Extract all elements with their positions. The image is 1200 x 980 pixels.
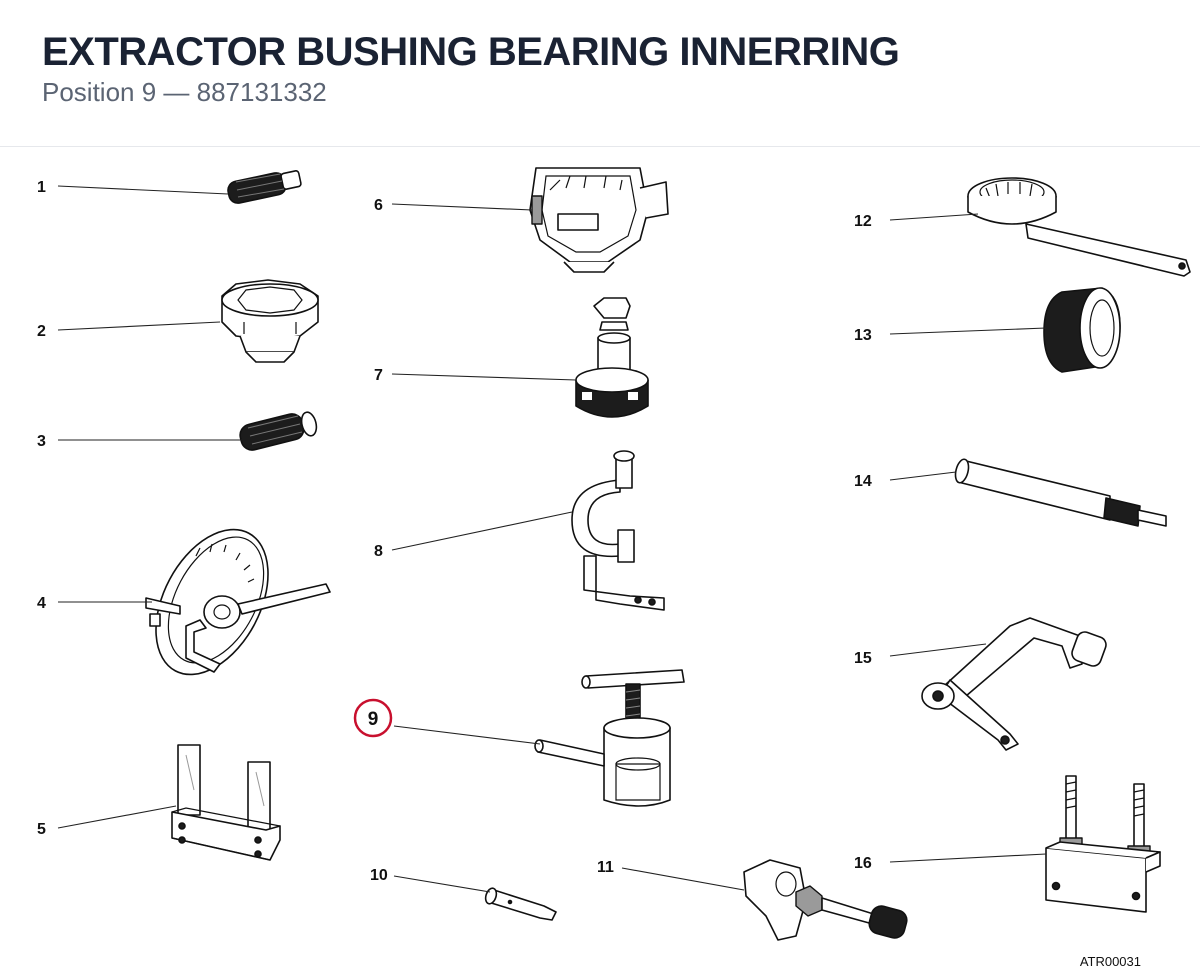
- callout-13[interactable]: 13: [854, 327, 872, 344]
- page-subtitle: Position 9 — 887131332: [42, 77, 327, 107]
- tool-6-gauge[interactable]: [529, 167, 669, 273]
- tool-9-extractor-bushing[interactable]: [534, 669, 685, 807]
- tool-13-ring-bushing[interactable]: [1043, 287, 1121, 373]
- callout-12[interactable]: 12: [854, 213, 872, 230]
- callout-16[interactable]: 16: [854, 855, 872, 872]
- tool-11-bracket-bolt[interactable]: [743, 859, 909, 941]
- tool-4-degree-disc[interactable]: [133, 511, 331, 694]
- callout-15[interactable]: 15: [854, 650, 872, 667]
- callout-10[interactable]: 10: [370, 867, 388, 884]
- callout-6[interactable]: 6: [374, 197, 383, 214]
- callout-4[interactable]: 4: [37, 595, 46, 612]
- leader-lines: [57, 185, 1047, 893]
- callout-1[interactable]: 1: [37, 179, 46, 196]
- tool-10-drift-pin[interactable]: [484, 887, 557, 921]
- tool-3-knurled-pin[interactable]: [238, 411, 319, 453]
- tool-12-ring-spanner[interactable]: [967, 177, 1191, 277]
- tool-14-mandrel[interactable]: [953, 458, 1167, 527]
- tool-2-socket[interactable]: [221, 279, 319, 363]
- callout-7[interactable]: 7: [374, 367, 383, 384]
- tool-7-adapter[interactable]: [575, 297, 649, 418]
- tool-1-knurled-pin[interactable]: [226, 170, 302, 204]
- callout-3[interactable]: 3: [37, 433, 46, 450]
- page-header: EXTRACTOR BUSHING BEARING INNERRING Posi…: [0, 0, 1200, 147]
- callout-14[interactable]: 14: [854, 473, 872, 490]
- callout-5[interactable]: 5: [37, 821, 46, 838]
- tool-5-u-bracket[interactable]: [171, 744, 281, 861]
- tool-15-crank-lever[interactable]: [921, 617, 1108, 751]
- callout-labels: 1 2 3 4 5 6 7 8 9 10 11 12 13 14 15 16: [37, 179, 872, 884]
- callout-2[interactable]: 2: [37, 323, 46, 340]
- page-title: EXTRACTOR BUSHING BEARING INNERRING: [42, 30, 900, 74]
- callout-9[interactable]: 9: [368, 709, 379, 730]
- drawing-reference-code: ATR00031: [1080, 954, 1141, 969]
- tool-16-stud-plate[interactable]: [1045, 775, 1161, 913]
- callout-11[interactable]: 11: [597, 859, 614, 876]
- tool-8-c-clamp[interactable]: [571, 450, 665, 611]
- highlight-ring: [353, 698, 393, 738]
- callout-8[interactable]: 8: [374, 543, 383, 560]
